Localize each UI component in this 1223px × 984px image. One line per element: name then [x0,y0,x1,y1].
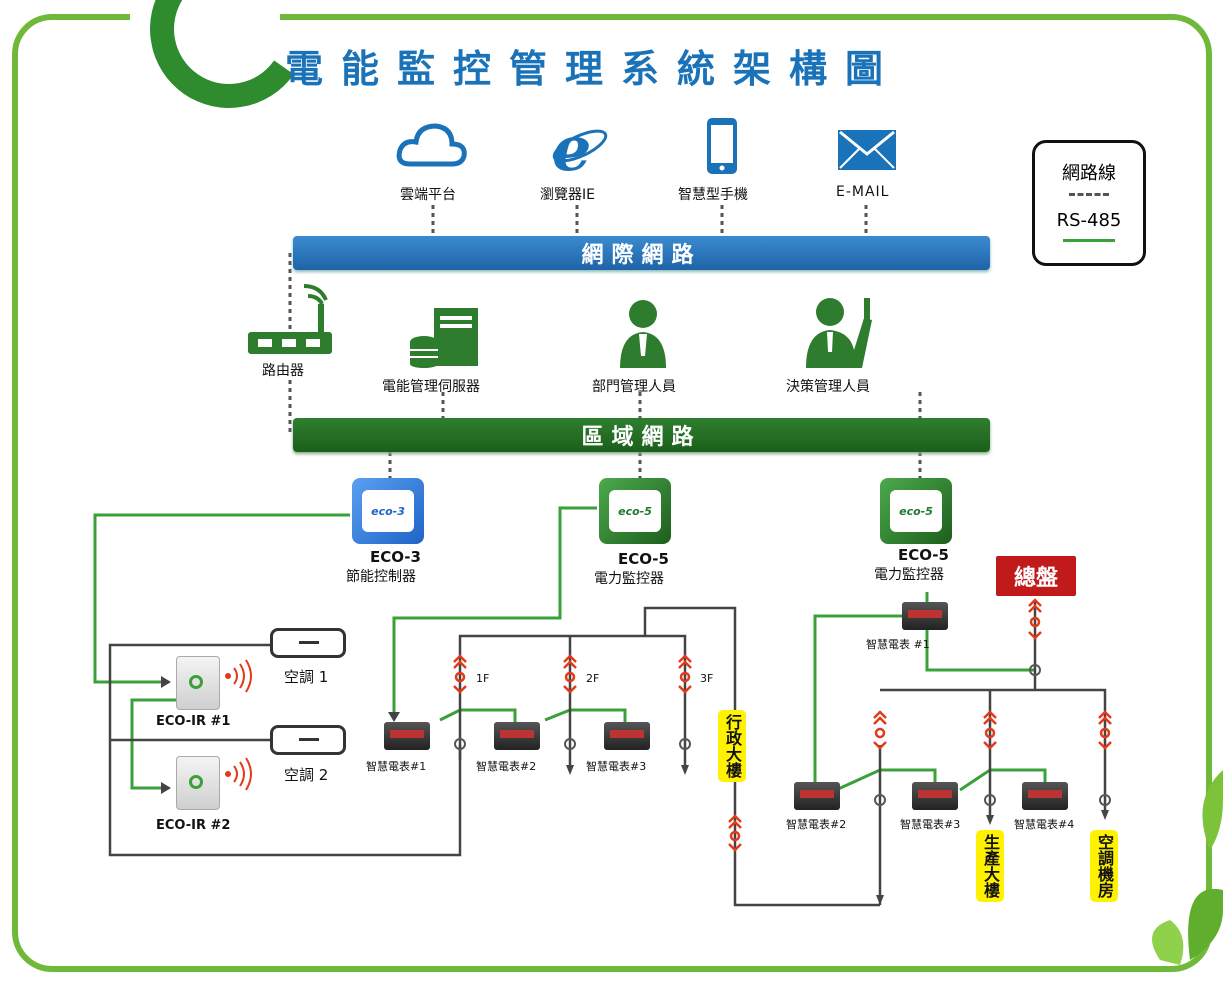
server-icon [408,306,480,372]
ie-icon: e [548,112,608,185]
person-pointing-icon [806,290,876,372]
server-label: 電能管理伺服器 [382,379,480,395]
right-meter-4-icon [1022,782,1068,810]
eco5-1-name: ECO-5 [618,550,669,568]
floor-3f-label: 3F [700,672,714,685]
outer-frame [12,14,1212,972]
building-aircon-room-tag: 空調機房 [1090,830,1118,902]
left-meter-1-label: 智慧電表#1 [366,760,427,773]
router-label: 路由器 [262,363,304,379]
internet-bar: 網際網路 [293,236,990,270]
right-meter-2-icon [794,782,840,810]
building-admin-tag: 行政大樓 [718,710,746,782]
aircon-2-icon [270,725,346,755]
person-label: 部門管理人員 [592,379,676,395]
left-meter-2-label: 智慧電表#2 [476,760,537,773]
right-meter-2-label: 智慧電表#2 [786,818,847,831]
right-meter-1-label: 智慧電表 #1 [866,638,930,651]
smartphone-icon [705,116,739,180]
eco-ir-1-label: ECO-IR #1 [156,714,231,729]
legend-rs485-swatch [1063,239,1115,242]
right-meter-4-label: 智慧電表#4 [1014,818,1075,831]
mail-icon [836,128,898,176]
building-production-tag: 生產大樓 [976,830,1004,902]
right-meter-3-label: 智慧電表#3 [900,818,961,831]
right-meter-1-icon [902,602,948,630]
leaf-decoration-icon [1150,760,1223,974]
left-meter-1-icon [384,722,430,750]
aircon-1-label: 空調 1 [284,668,329,686]
left-meter-3-label: 智慧電表#3 [586,760,647,773]
legend-box: 網路線 RS-485 [1032,140,1146,266]
eco-ir-2-label: ECO-IR #2 [156,818,231,833]
eco5-2-desc: 電力監控器 [874,567,944,583]
lan-bar: 區域網路 [293,418,990,452]
eco5-2-badge: eco-5 [890,490,942,532]
eco3-badge: eco-3 [362,490,414,532]
eco5-controller-2-icon: eco-5 [880,478,952,544]
mail-label: E-MAIL [836,184,890,200]
cloud-icon [396,118,468,178]
floor-1f-label: 1F [476,672,490,685]
total-panel: 總盤 [996,556,1076,596]
legend-network-swatch [1069,193,1109,196]
left-meter-3-icon [604,722,650,750]
eco-ir-2-device [176,756,220,810]
eco-ir-1-device [176,656,220,710]
eco3-controller-icon: eco-3 [352,478,424,544]
eco5-2-name: ECO-5 [898,546,949,564]
aircon-2-label: 空調 2 [284,766,329,784]
legend-rs485-label: RS-485 [1056,210,1122,231]
right-meter-3-icon [912,782,958,810]
eco3-name: ECO-3 [370,548,421,566]
smartphone-label: 智慧型手機 [678,187,748,203]
router-icon [246,276,336,360]
page-title: 電能監控管理系統架構圖 [285,47,902,91]
person-icon [618,296,668,372]
aircon-1-icon [270,628,346,658]
legend-network-label: 網路線 [1062,163,1116,184]
eco5-1-desc: 電力監控器 [594,571,664,587]
title-gap [130,6,280,26]
eco5-1-badge: eco-5 [609,490,661,532]
eco5-controller-1-icon: eco-5 [599,478,671,544]
person-pointing-label: 決策管理人員 [786,379,870,395]
eco3-desc: 節能控制器 [346,569,416,585]
ie-label: 瀏覽器IE [540,187,595,203]
left-meter-2-icon [494,722,540,750]
cloud-label: 雲端平台 [400,187,456,203]
floor-2f-label: 2F [586,672,600,685]
